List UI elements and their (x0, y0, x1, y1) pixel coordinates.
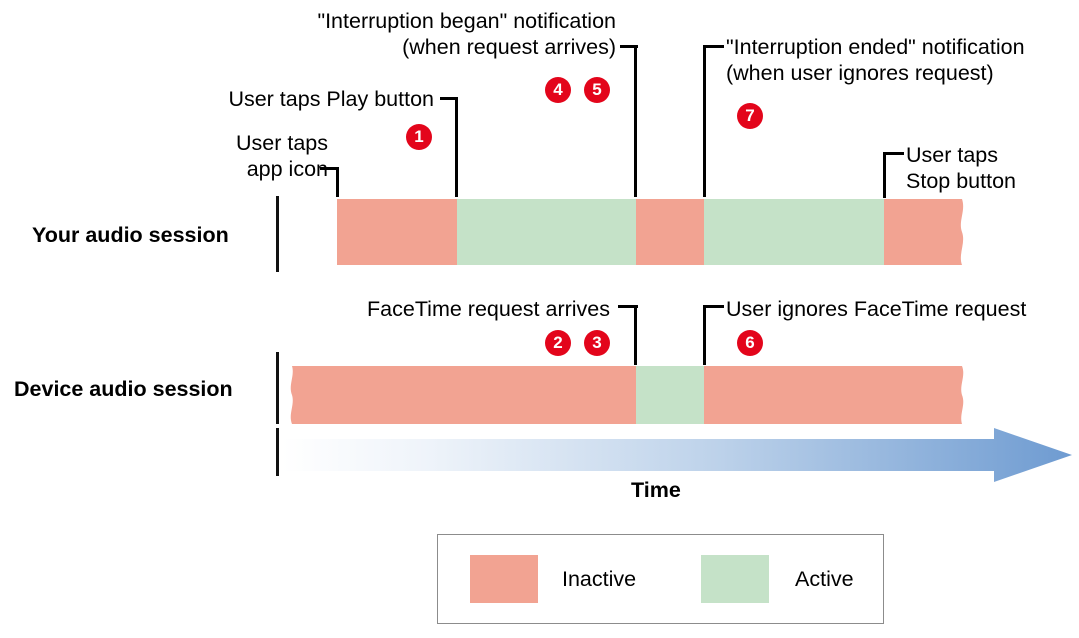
leader-interruption-began-horizontal (620, 45, 638, 48)
leader-interruption-began-vertical (634, 45, 637, 197)
legend-label-active: Active (795, 567, 854, 591)
row2-session-bar (290, 366, 964, 424)
row1-seg-active-1 (457, 199, 636, 265)
badge-5: 5 (584, 77, 610, 103)
badge-2: 2 (545, 330, 571, 356)
leader-user-taps-stop-vertical (883, 152, 886, 198)
callout-interruption-began-line1: "Interruption began" notification (317, 9, 616, 33)
legend: Inactive Active (437, 534, 884, 624)
callout-user-taps-app-icon-line1: User taps (235, 131, 328, 155)
time-axis-vertical-line (276, 428, 279, 476)
callout-user-taps-stop-line1: User taps (906, 143, 999, 167)
leader-user-ignores-vertical (703, 305, 706, 365)
row2-seg-inactive-2 (704, 366, 964, 424)
callout-interruption-ended-line1: "Interruption ended" notification (726, 35, 1025, 59)
leader-user-taps-play-horizontal (440, 97, 458, 100)
leader-user-ignores-horizontal (704, 305, 724, 308)
badge-1: 1 (406, 124, 432, 150)
badge-3: 3 (584, 330, 610, 356)
leader-user-taps-stop-horizontal (884, 152, 904, 155)
leader-facetime-request-horizontal (618, 305, 638, 308)
legend-label-inactive: Inactive (562, 567, 637, 591)
leader-facetime-request-vertical (634, 305, 637, 365)
badge-4: 4 (545, 77, 571, 103)
row1-session-bar (337, 199, 964, 265)
row2-seg-active-1 (636, 366, 704, 424)
time-arrow (282, 428, 1072, 482)
row-label-device-audio-session: Device audio session (14, 377, 233, 401)
legend-swatch-active (701, 555, 769, 603)
row1-seg-inactive-1 (337, 199, 457, 265)
time-axis-label: Time (631, 478, 681, 502)
callout-user-taps-app-icon-line2: app icon (246, 157, 328, 181)
callout-interruption-ended-line2: (when user ignores request) (726, 61, 994, 85)
callout-user-ignores-facetime: User ignores FaceTime request (726, 297, 1027, 321)
legend-swatch-inactive (470, 555, 538, 603)
callout-user-taps-stop-line2: Stop button (906, 169, 1016, 193)
leader-interruption-ended-horizontal (704, 45, 724, 48)
row1-seg-inactive-2 (636, 199, 704, 265)
leader-user-taps-app-icon-horizontal (320, 167, 338, 170)
badge-7: 7 (737, 103, 763, 129)
callout-user-taps-play: User taps Play button (228, 87, 434, 111)
row1-axis-line (276, 196, 279, 272)
row-label-your-audio-session: Your audio session (32, 223, 229, 247)
badge-6: 6 (737, 330, 763, 356)
leader-user-taps-app-icon-vertical (336, 167, 339, 197)
callout-facetime-request-arrives: FaceTime request arrives (367, 297, 610, 321)
leader-user-taps-play-vertical (455, 97, 458, 197)
callout-interruption-began-line2: (when request arrives) (402, 35, 616, 59)
leader-interruption-ended-vertical (703, 45, 706, 197)
row2-seg-inactive-1 (290, 366, 636, 424)
row1-seg-inactive-3 (884, 199, 964, 265)
row2-axis-line (276, 352, 279, 424)
row1-seg-active-2 (704, 199, 884, 265)
